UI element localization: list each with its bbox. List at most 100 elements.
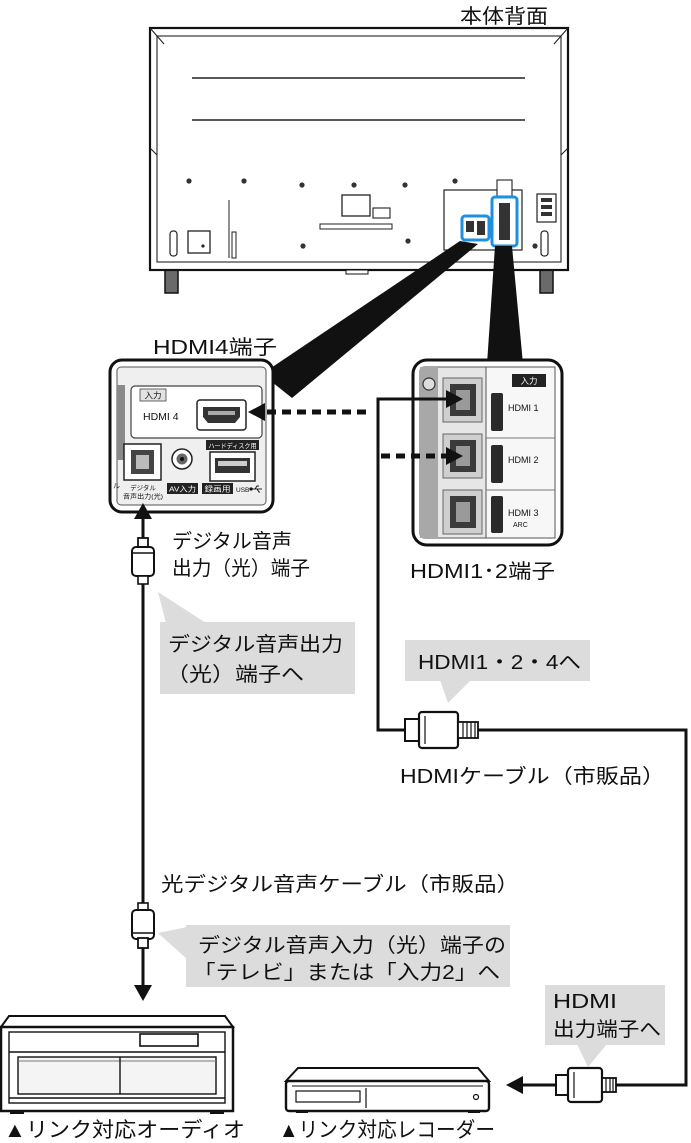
plug-body [131, 909, 155, 940]
port-contacts [456, 390, 470, 410]
hdmi4-port-contacts [208, 411, 235, 415]
hdmi12-zoom-wedge [487, 246, 523, 364]
panel-left-strip [420, 367, 438, 538]
plug-ridges [605, 1078, 614, 1092]
av-input-tag [167, 483, 198, 494]
hdmi2-label: HDMI 2 [508, 455, 539, 465]
callout-to-hdmi-out: HDMI 出力端子へ [545, 985, 665, 1067]
usb-port-tongue [218, 461, 247, 466]
plug-body [131, 546, 155, 577]
plug-tip [137, 937, 149, 949]
digital-audio-terminal-label-1: デジタル音声 [172, 530, 292, 553]
audio-lower-recess [17, 1056, 217, 1095]
optical-cable [131, 503, 155, 1001]
tv-rear-box [341, 194, 371, 217]
hdmi4-area-connector [466, 221, 474, 232]
digital-audio-terminal-label-2: 出力（光）端子 [172, 557, 310, 580]
tv-rear-small-box [372, 207, 391, 219]
audio-top-surface [0, 1015, 235, 1028]
audio-device-label: ▲リンク対応オーディオ [4, 1119, 245, 1142]
callout-text-1: デジタル音声入力（光）端子の [198, 934, 506, 957]
callout-to-hdmi124: HDMI1・2・4へ [405, 640, 590, 703]
arrow-icon [446, 390, 463, 408]
hdmi4-zoom-wedge [262, 241, 478, 398]
hdmi12-terminal-label: HDMI1･2端子 [410, 560, 555, 583]
callout-text-2: （光）端子へ [166, 663, 304, 686]
audio-display [139, 1033, 199, 1047]
hdmi1-slot [491, 393, 503, 431]
recording-tag-text: 録画用 [205, 484, 231, 494]
hdmi4-terminal-panel: ル 入力 HDMI 4 ハードディスク用 デジタル 音声出力(光) [108, 358, 275, 514]
tv-terminal-area [443, 179, 523, 251]
optical-output-port [123, 443, 162, 481]
tv-rear-slot [231, 231, 237, 259]
terminal-top-connector [496, 179, 513, 197]
callout-box [186, 925, 510, 987]
side-connector [541, 205, 552, 209]
hdmi1-label: HDMI 1 [508, 403, 539, 413]
optical-port-label-1: デジタル [130, 483, 156, 492]
callout-text-2: 出力端子へ [553, 1018, 661, 1041]
callout-text-1: デジタル音声出力 [168, 633, 343, 656]
callout-pointer [158, 592, 206, 623]
plug-body [566, 1066, 604, 1104]
recorder-foot [468, 1110, 480, 1113]
callout-text-2: 「テレビ」または「入力2」へ [193, 961, 500, 984]
callout-to-digital-out: デジタル音声出力 （光）端子へ [158, 592, 355, 694]
plug-ridges [462, 722, 476, 738]
callout-to-digital-in: デジタル音声入力（光）端子の 「テレビ」または「入力2」へ [158, 925, 510, 987]
panel-edge-strip [117, 385, 125, 460]
recorder-tray [295, 1090, 361, 1103]
hdd-tag [206, 440, 259, 450]
arrow-icon [134, 985, 152, 1001]
hdd-tag-text: ハードディスク用 [209, 441, 257, 450]
hdmi-cable-upper-run [376, 397, 446, 732]
callout-text: HDMI1・2・4へ [418, 652, 581, 674]
optical-plug-audio-side [131, 902, 155, 949]
optical-port-label-2: 音声出力(光) [123, 492, 163, 501]
tv-left-cylinder [169, 230, 178, 257]
optical-cable-label: 光デジタル音声ケーブル（市販品） [161, 872, 519, 896]
recorder-top-surface [283, 1067, 492, 1082]
recorder-foot [296, 1110, 308, 1113]
hdmi2-slot [491, 445, 503, 483]
input-tag [512, 374, 546, 387]
recording-tag [202, 483, 233, 494]
link-audio-device [0, 1015, 235, 1114]
screw [405, 238, 411, 244]
callout-box [545, 985, 665, 1045]
arrow-icon [506, 1076, 523, 1094]
tv-screws [186, 178, 538, 249]
callout-text-1: HDMI [553, 991, 617, 1013]
hdmi4-terminal-label: HDMI4端子 [153, 336, 277, 359]
side-connector [541, 212, 552, 216]
screw [351, 182, 357, 188]
recorder-front-face [284, 1079, 491, 1113]
audio-front-bezel [8, 1031, 226, 1104]
hdmi-plug-tv-side [404, 710, 479, 750]
tv-power-connector-dot [201, 244, 205, 248]
recorder-power-button [472, 1093, 480, 1101]
screw [299, 182, 305, 188]
rear-panel-label: 本体背面 [460, 5, 548, 28]
hdmi3-slot [491, 496, 503, 533]
hdmi-plug-recorder-side [555, 1066, 617, 1104]
panel-edge-fragment: ル [113, 483, 120, 490]
hdmi-cable [376, 390, 688, 1104]
usb-port [209, 451, 256, 482]
screw [402, 182, 408, 188]
callout-pointer [440, 680, 471, 703]
callout-pointer [158, 927, 187, 959]
hdmi3-port-side [442, 489, 483, 535]
side-connector [541, 198, 552, 202]
optical-area-connector [477, 221, 485, 235]
alternative-hdmi-arrows [248, 403, 463, 465]
optical-port-shutter [136, 455, 149, 469]
usb-icon-branches [254, 485, 260, 493]
callout-pointer [577, 1044, 607, 1067]
input-tag-text: 入力 [144, 391, 161, 401]
screw [241, 178, 247, 184]
hdmi12-area-connector [499, 203, 510, 240]
arrow-icon [446, 447, 463, 465]
